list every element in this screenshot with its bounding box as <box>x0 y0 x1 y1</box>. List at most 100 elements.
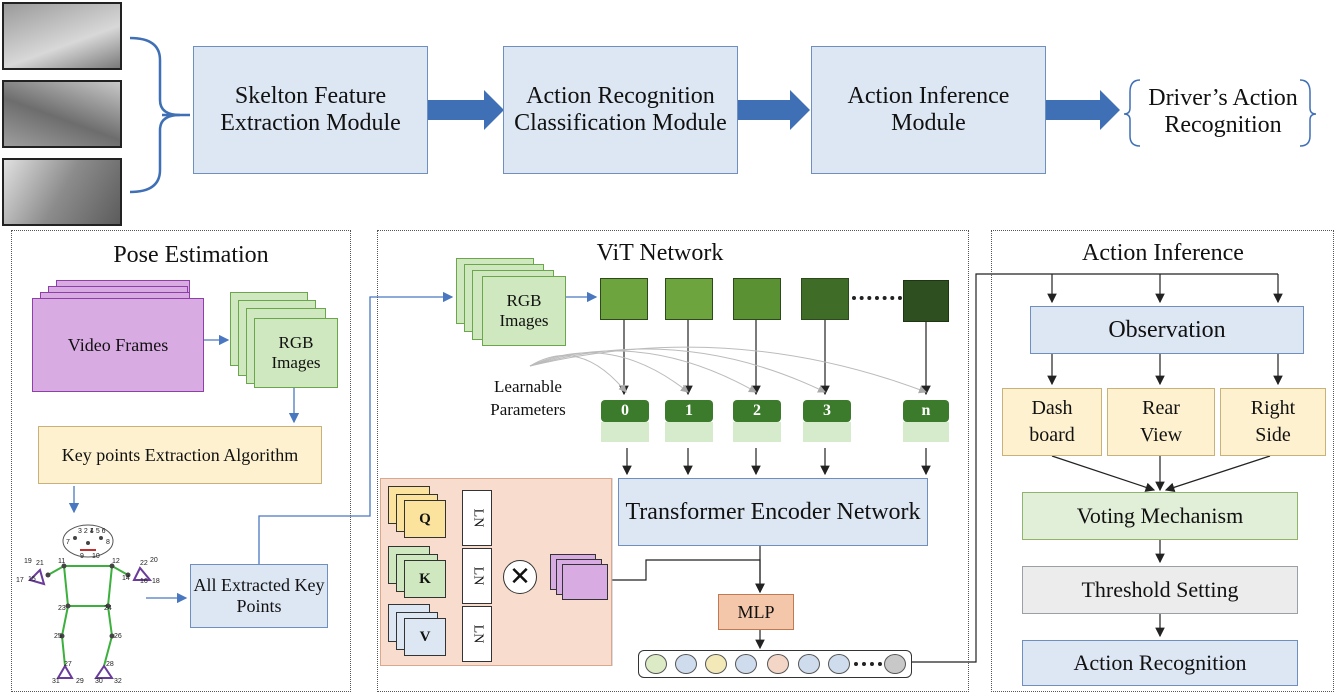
pose-panel <box>11 230 351 692</box>
output-circle-last <box>884 654 906 674</box>
skeleton-module-box: Skelton Feature Extraction Module <box>193 46 428 174</box>
output-label-box: Driver’s Action Recognition <box>1138 76 1308 148</box>
svg-text:7: 7 <box>66 539 70 546</box>
keypoint-algo-box: Key points Extraction Algorithm <box>38 426 322 484</box>
arrow-3 <box>1046 90 1120 130</box>
pose-rgb-label: RGB Images <box>271 333 321 372</box>
token-1-pale <box>665 422 713 442</box>
pose-title: Pose Estimation <box>113 242 269 268</box>
token-n-pale <box>903 422 949 442</box>
observation-label: Observation <box>1108 316 1226 343</box>
output-brace <box>1123 79 1141 147</box>
svg-text:15: 15 <box>28 576 36 583</box>
q-label: Q <box>419 510 431 527</box>
learnable-label: Learnable Parameters <box>490 377 566 419</box>
patch-square-1 <box>600 278 648 320</box>
output-dots <box>854 662 882 666</box>
transformer-encoder-box: Transformer Encoder Network <box>618 478 928 546</box>
q-box: Q <box>404 500 446 538</box>
arrow-2 <box>738 90 810 130</box>
vit-rgb-box: RGB Images <box>482 276 566 346</box>
rearview-box: Rear View <box>1107 388 1215 456</box>
dashboard-box: Dash board <box>1002 388 1102 456</box>
inference-panel <box>991 230 1334 692</box>
token-3-pale <box>803 422 851 442</box>
skeleton-figure <box>47 565 129 667</box>
output-circle-2 <box>675 654 697 674</box>
recognition-box: Action Recognition <box>1022 640 1298 686</box>
ln-k-label: LN <box>469 566 485 586</box>
v-box: V <box>404 618 446 656</box>
svg-text:22: 22 <box>140 560 148 567</box>
k-label: K <box>419 570 431 587</box>
inference-module-box: Action Inference Module <box>811 46 1046 174</box>
all-keypoints-box: All Extracted Key Points <box>190 564 328 628</box>
output-circle-6 <box>798 654 820 674</box>
k-box: K <box>404 560 446 598</box>
svg-text:14: 14 <box>122 575 130 582</box>
ln-v-label: LN <box>469 624 485 644</box>
arrow-1 <box>428 90 504 130</box>
v-label: V <box>419 628 431 645</box>
svg-text:26: 26 <box>114 633 122 640</box>
output-circle-3 <box>705 654 727 674</box>
pose-rgb-box: RGB Images <box>254 318 338 388</box>
output-circle-5 <box>767 654 789 674</box>
svg-text:9: 9 <box>80 553 84 560</box>
svg-text:16: 16 <box>140 578 148 585</box>
token-1: 1 <box>665 400 713 422</box>
inference-title: Action Inference <box>1082 240 1244 266</box>
token-2: 2 <box>733 400 781 422</box>
learnable-curves <box>529 346 927 394</box>
threshold-label: Threshold Setting <box>1081 577 1239 602</box>
svg-text:17: 17 <box>16 577 24 584</box>
video-frames-box: Video Frames <box>32 298 204 392</box>
vit-panel <box>377 230 969 692</box>
skeleton-module-label: Skelton Feature Extraction Module <box>220 83 401 136</box>
output-label: Driver’s Action Recognition <box>1148 85 1298 138</box>
svg-text:20: 20 <box>150 557 158 564</box>
voting-box: Voting Mechanism <box>1022 492 1298 540</box>
vit-title: ViT Network <box>596 240 724 266</box>
patch-square-3 <box>733 278 781 320</box>
observation-box: Observation <box>1030 306 1304 354</box>
video-frames-label: Video Frames <box>67 334 169 355</box>
rearview-label: Rear View <box>1139 397 1183 446</box>
camera-frame-rearview <box>2 80 122 148</box>
threshold-box: Threshold Setting <box>1022 566 1298 614</box>
dashboard-label: Dash board <box>1029 397 1075 446</box>
skeleton-joints <box>45 536 131 639</box>
svg-text:10: 10 <box>92 553 100 560</box>
ln-k: LN <box>462 548 492 604</box>
svg-text:31: 31 <box>52 678 60 685</box>
token-n: n <box>903 400 949 422</box>
svg-text:25: 25 <box>54 633 62 640</box>
svg-text:29: 29 <box>76 678 84 685</box>
camera-frame-dashboard <box>2 2 122 70</box>
classification-module-label: Action Recognition Classification Module <box>514 83 727 136</box>
ln-v: LN <box>462 606 492 662</box>
patch-square-2 <box>665 278 713 320</box>
svg-text:23: 23 <box>58 605 66 612</box>
all-keypoints-label: All Extracted Key Points <box>193 575 325 616</box>
classification-module-box: Action Recognition Classification Module <box>503 46 738 174</box>
output-circle-7 <box>828 654 850 674</box>
token-0-label: 0 <box>621 402 629 419</box>
output-circle-4 <box>735 654 757 674</box>
rightside-label: Right Side <box>1250 397 1296 446</box>
token-3-label: 3 <box>823 402 831 419</box>
token-3: 3 <box>803 400 851 422</box>
mlp-label: MLP <box>737 601 775 622</box>
svg-text:21: 21 <box>36 560 44 567</box>
recognition-label: Action Recognition <box>1073 650 1247 675</box>
svg-text:28: 28 <box>106 661 114 668</box>
output-circle-1 <box>645 654 667 674</box>
svg-text:12: 12 <box>112 558 120 565</box>
ln-q: LN <box>462 490 492 546</box>
svg-text:4 5 6: 4 5 6 <box>90 528 106 535</box>
token-1-label: 1 <box>685 402 693 419</box>
token-n-label: n <box>921 402 931 419</box>
patch-square-4 <box>801 278 849 320</box>
attn-out-stack-1 <box>562 564 608 600</box>
